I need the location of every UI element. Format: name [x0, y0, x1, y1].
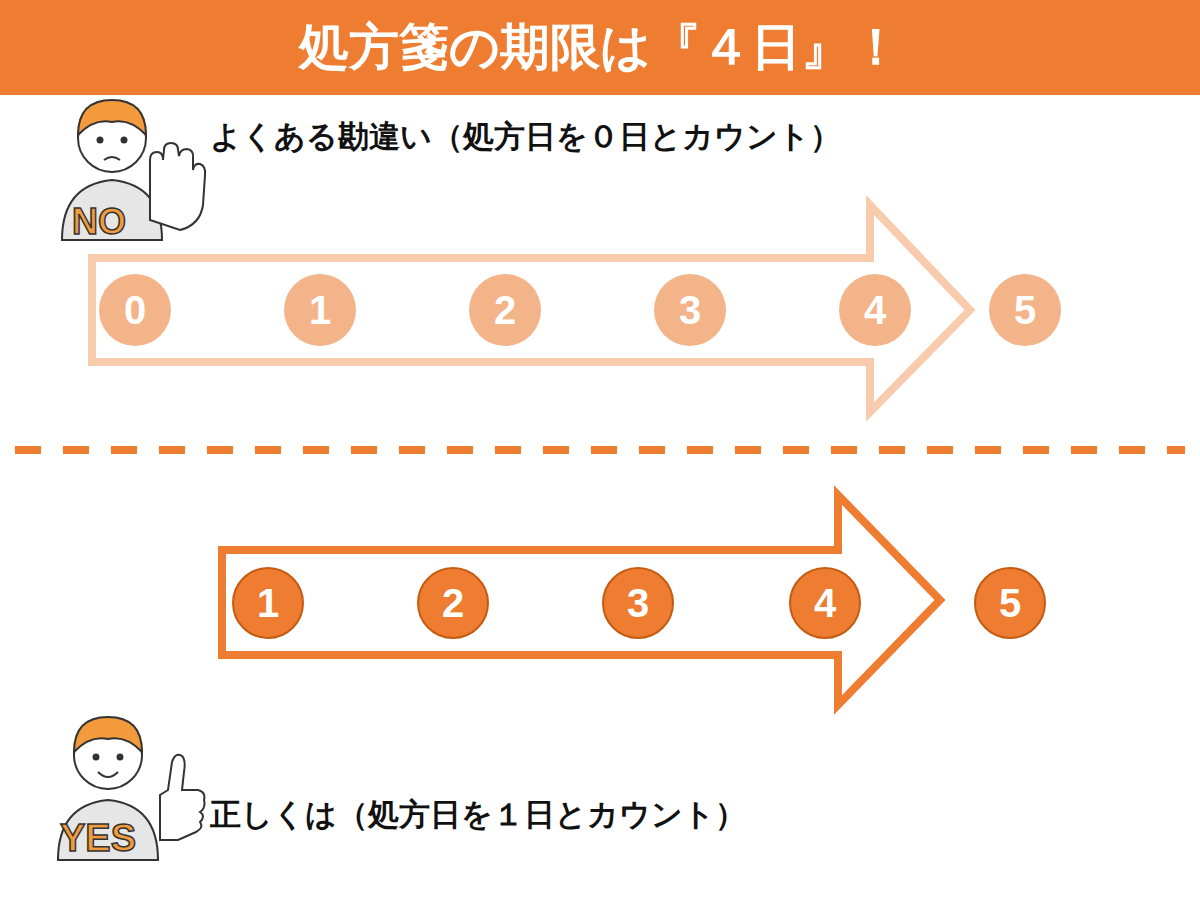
yes-badge: YES — [60, 817, 136, 860]
day-number: 5 — [1014, 288, 1036, 333]
correct-caption: 正しくは（処方日を１日とカウント） — [210, 794, 746, 836]
person-yes — [58, 717, 205, 860]
wrong-caption: よくある勘違い（処方日を０日とカウント） — [210, 116, 841, 158]
day-number: 2 — [442, 581, 464, 626]
day-number: 1 — [257, 581, 279, 626]
number-circle: 2 — [417, 567, 489, 639]
number-circle: 0 — [99, 274, 171, 346]
number-circle: 5 — [989, 274, 1061, 346]
title-band — [0, 0, 1200, 95]
title: 処方箋の期限は『４日』！ — [299, 14, 901, 81]
divider — [15, 446, 1185, 454]
number-circle: 1 — [232, 567, 304, 639]
correct-arrow — [222, 495, 940, 705]
day-number: 4 — [864, 288, 886, 333]
day-number: 0 — [124, 288, 146, 333]
number-circle: 3 — [654, 274, 726, 346]
number-circle: 1 — [284, 274, 356, 346]
day-number: 3 — [679, 288, 701, 333]
day-number: 4 — [814, 581, 836, 626]
wrong-arrow — [92, 205, 970, 412]
day-number: 1 — [309, 288, 331, 333]
number-circle: 4 — [789, 567, 861, 639]
day-number: 3 — [627, 581, 649, 626]
number-circle: 2 — [469, 274, 541, 346]
number-circle: 4 — [839, 274, 911, 346]
day-number: 2 — [494, 288, 516, 333]
number-circle: 3 — [602, 567, 674, 639]
number-circle: 5 — [974, 567, 1046, 639]
no-badge: NO — [72, 201, 126, 243]
day-number: 5 — [999, 581, 1021, 626]
